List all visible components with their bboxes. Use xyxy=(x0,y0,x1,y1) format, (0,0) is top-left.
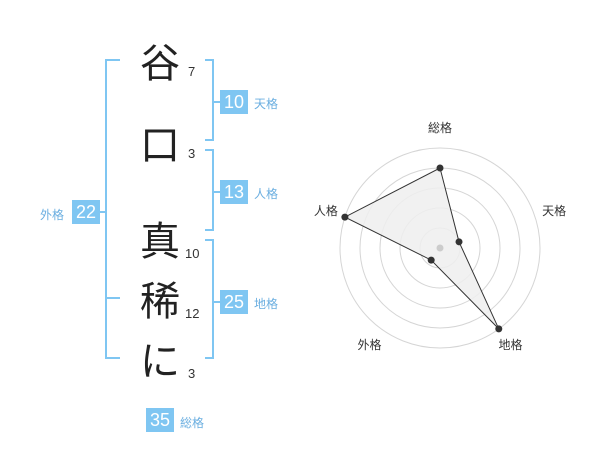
name-char-2: 口 xyxy=(140,123,180,169)
tenkaku-badge: 10 xyxy=(220,90,248,114)
jinkaku-label: 人格 xyxy=(254,187,279,201)
jinkaku-badge: 13 xyxy=(220,180,248,204)
radar-axis-label-5: 人格 xyxy=(314,203,338,218)
radar-axis-label-2: 天格 xyxy=(542,203,566,218)
name-char-3: 真 xyxy=(140,219,180,265)
gaikaku-bracket xyxy=(105,59,120,359)
name-char-5: に xyxy=(140,339,180,385)
radar-point-3 xyxy=(495,325,503,333)
name-char-4: 稀 xyxy=(140,279,180,325)
radar-axis-label-3: 地格 xyxy=(498,337,522,352)
gaikaku-label: 外格 xyxy=(40,208,65,222)
radar-ring xyxy=(339,147,541,349)
radar-point-4 xyxy=(427,256,435,264)
chikaku-label: 地格 xyxy=(254,297,279,311)
radar-center-dot xyxy=(436,244,444,252)
radar-point-5 xyxy=(341,213,349,221)
name-char-1: 谷 xyxy=(140,41,180,87)
stroke-count-3: 10 xyxy=(185,246,200,261)
gaikaku-badge: 22 xyxy=(72,200,100,224)
stroke-count-4: 12 xyxy=(185,306,200,321)
radar-axis-label-1: 総格 xyxy=(428,120,452,135)
chikaku-badge: 25 xyxy=(220,290,248,314)
stroke-count-2: 3 xyxy=(188,146,196,161)
radar-point-1 xyxy=(436,164,444,172)
radar-series-polygon xyxy=(343,167,500,330)
stroke-count-5: 3 xyxy=(188,366,196,381)
chikaku-bracket xyxy=(205,239,214,359)
jinkaku-bracket xyxy=(205,149,214,231)
stroke-count-1: 7 xyxy=(188,64,196,79)
tenkaku-bracket xyxy=(205,59,214,141)
soukaku-badge: 35 xyxy=(146,408,174,432)
soukaku-label: 総格 xyxy=(180,416,205,430)
radar-axis-label-4: 外格 xyxy=(357,337,381,352)
tenkaku-label: 天格 xyxy=(254,97,279,111)
radar-point-2 xyxy=(455,238,463,246)
